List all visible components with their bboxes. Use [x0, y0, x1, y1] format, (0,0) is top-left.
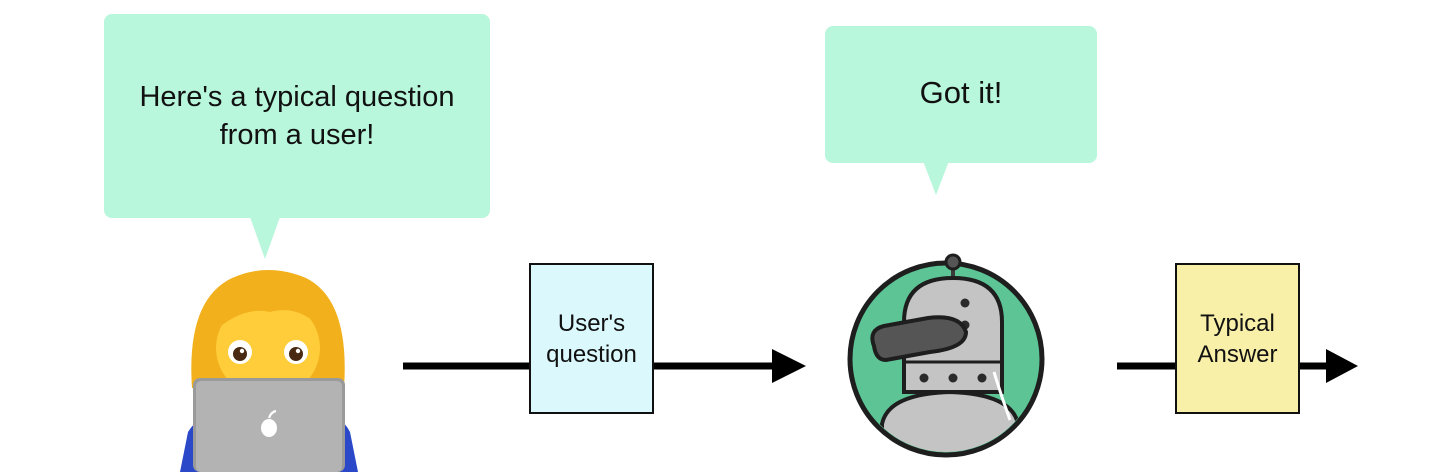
bot-speech-tail: [923, 161, 949, 195]
typical-answer-line-1: Typical: [1200, 309, 1275, 337]
user-question-line-1: User's: [557, 309, 626, 337]
user-speech-text: Here's a typical question from a user!: [139, 78, 454, 154]
bot-speech-bubble: Got it!: [825, 26, 1097, 195]
user-speech-tail: [250, 217, 280, 259]
user-speech-line-1: Here's a typical question: [139, 81, 455, 113]
user-speech-line-2: from a user!: [219, 119, 375, 151]
typical-answer-box: Typical Answer: [1175, 263, 1300, 414]
bot-speech-text: Got it!: [919, 74, 1003, 110]
typical-answer-line-2: Answer: [1197, 340, 1278, 368]
user-question-box: User's question: [529, 263, 654, 414]
user-question-line-2: question: [546, 340, 637, 368]
user-speech-bubble: Here's a typical question from a user!: [104, 14, 490, 259]
